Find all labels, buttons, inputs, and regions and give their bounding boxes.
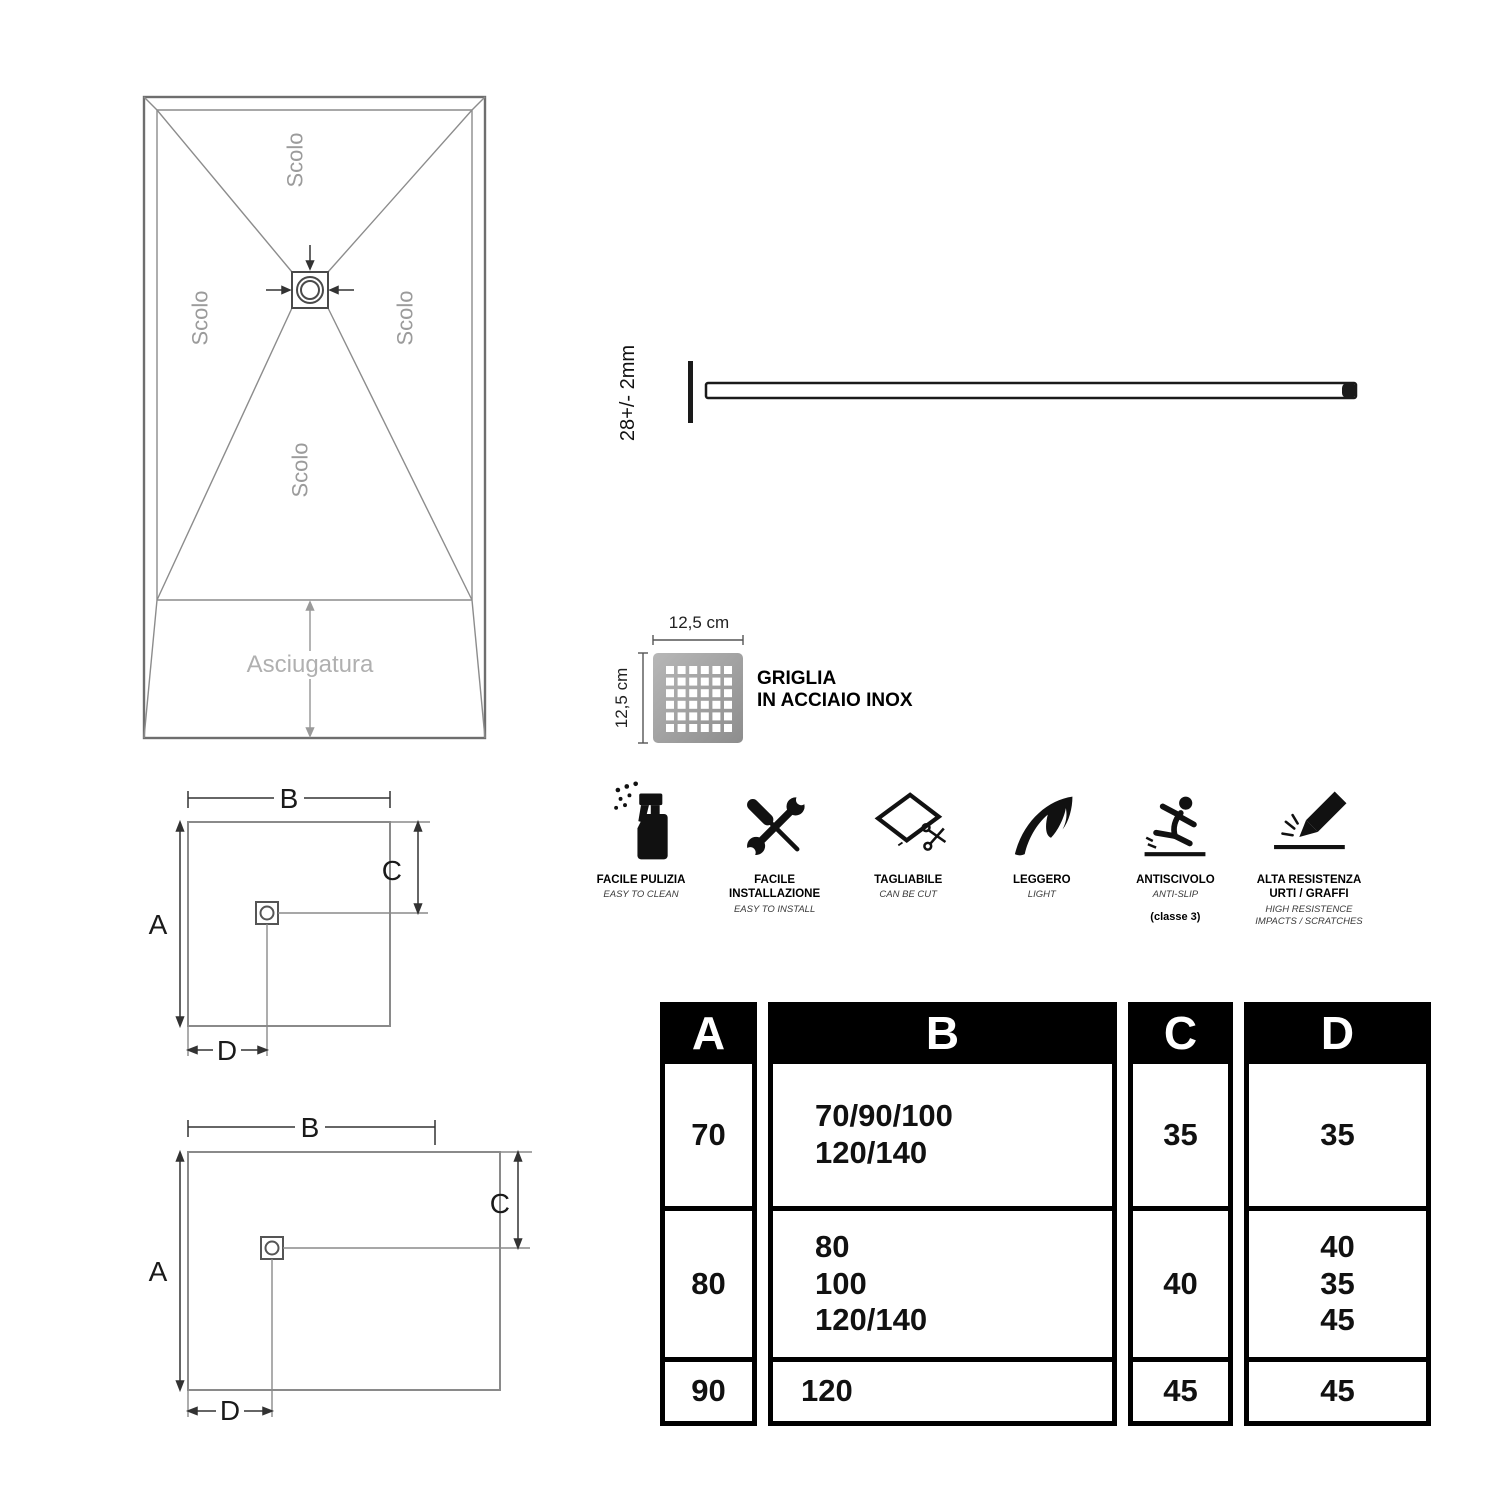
dim-a-label: A	[149, 909, 168, 940]
drain-icon	[255, 901, 279, 925]
label-backdrop	[213, 1036, 241, 1063]
table-column-a: A 70 80 90	[660, 1002, 757, 1426]
scratch-resistant-icon	[1274, 791, 1347, 850]
dim-b-label: B	[280, 783, 299, 814]
cell-a-row3: 90	[660, 1362, 757, 1426]
feature-easy-clean: FACILE PULIZIA EASY TO CLEAN	[575, 770, 707, 928]
profile-tray-body	[704, 381, 1358, 400]
dim-a-label: A	[149, 1256, 168, 1287]
cell-c-row3: 45	[1128, 1362, 1233, 1426]
rect-dimension-diagram: B A C D	[149, 1112, 532, 1425]
square-dimension-diagram: B A C D	[149, 783, 430, 1066]
label-backdrop	[248, 651, 372, 679]
column-header-b: B	[768, 1002, 1117, 1064]
feature-title: FACILE INSTALLAZIONE	[729, 874, 821, 901]
grille-width-dim	[652, 635, 744, 645]
spray-bottle-icon	[614, 781, 668, 860]
drain-flow-arrows	[266, 245, 354, 295]
feature-light: LEGGERO LIGHT	[976, 770, 1108, 928]
feature-subtitle: EASY TO CLEAN	[603, 889, 679, 901]
scolo-label-top: Scolo	[283, 132, 308, 187]
feature-title: ALTA RESISTENZA URTI / GRAFFI	[1256, 874, 1362, 901]
dim-a-line	[175, 1149, 185, 1393]
feature-icons-row: FACILE PULIZIA EASY TO CLEAN FACILE INST…	[575, 770, 1375, 928]
dim-c-line	[413, 819, 423, 916]
cell-d-row2: 40 35 45	[1244, 1211, 1431, 1362]
square-outline	[187, 821, 391, 1027]
column-header-c: C	[1128, 1002, 1233, 1064]
profile-end-cap	[1342, 383, 1356, 398]
tray-side-profile: 28+/- 2mm	[617, 345, 1358, 441]
dim-b-label: B	[301, 1112, 320, 1143]
feature-title: LEGGERO	[1013, 874, 1071, 886]
grille-height-dim	[638, 652, 648, 744]
cell-b-row2: 80 100 120/140	[768, 1211, 1117, 1362]
profile-flange	[688, 361, 693, 423]
grille-width-label: 12,5 cm	[669, 613, 729, 632]
scolo-label-left: Scolo	[188, 290, 213, 345]
cell-a-row1: 70	[660, 1064, 757, 1211]
label-backdrop	[295, 1113, 325, 1139]
feature-easy-install: FACILE INSTALLAZIONE EASY TO INSTALL	[709, 770, 841, 928]
tray-slope-lines	[143, 96, 486, 739]
thickness-label: 28+/- 2mm	[617, 345, 639, 441]
grille-height-label: 12,5 cm	[615, 668, 631, 728]
dim-c-line	[513, 1149, 523, 1251]
dim-d-label: D	[220, 1395, 240, 1425]
column-header-d: D	[1244, 1002, 1431, 1064]
tools-icon	[744, 794, 807, 858]
feature-subtitle: LIGHT	[1027, 889, 1056, 901]
rect-outline	[187, 1151, 501, 1391]
scolo-label-right: Scolo	[393, 290, 418, 345]
size-table: A 70 80 90 B 70/90/100 120/140 80 100 12…	[660, 1002, 1432, 1426]
cell-c-row1: 35	[1128, 1064, 1233, 1211]
cell-a-row2: 80	[660, 1211, 757, 1362]
feature-title: ANTISCIVOLO	[1136, 874, 1215, 886]
scolo-label-bottom: Scolo	[288, 442, 313, 497]
dim-c-label: C	[382, 855, 402, 886]
feature-can-be-cut: TAGLIABILE CAN BE CUT	[842, 770, 974, 928]
tray-outer-edge	[142, 95, 487, 740]
feather-icon	[1014, 796, 1073, 856]
label-backdrop	[274, 784, 304, 810]
grille-title: GRIGLIA IN ACCIAIO INOX	[757, 668, 913, 711]
drying-label: Asciugatura	[247, 651, 374, 678]
feature-class-note: (classe 3)	[1150, 910, 1201, 923]
grille-holes	[666, 666, 732, 732]
column-header-a: A	[660, 1002, 757, 1064]
label-backdrop	[216, 1397, 244, 1424]
drain-reference-lines	[187, 1151, 532, 1417]
scissors-icon	[921, 823, 947, 851]
drain-icon	[291, 271, 329, 309]
table-column-b: B 70/90/100 120/140 80 100 120/140 120	[768, 1002, 1117, 1426]
feature-subtitle: ANTI-SLIP	[1152, 889, 1199, 901]
drain-icon	[260, 1236, 284, 1260]
grille-plate	[653, 653, 743, 743]
grille-drawing: 12,5 cm 12,5 cm	[615, 613, 744, 744]
cell-c-row2: 40	[1128, 1211, 1233, 1362]
cell-b-row3: 120	[768, 1362, 1117, 1426]
cell-d-row1: 35	[1244, 1064, 1431, 1211]
feature-title: FACILE PULIZIA	[596, 874, 686, 886]
cell-d-row3: 45	[1244, 1362, 1431, 1426]
drain-reference-lines	[187, 821, 430, 1056]
table-column-c: C 35 40 45	[1128, 1002, 1233, 1426]
dim-c-label: C	[490, 1188, 510, 1219]
feature-subtitle: HIGH RESISTENCE IMPACTS / SCRATCHES	[1255, 903, 1363, 928]
anti-slip-icon	[1144, 796, 1206, 857]
feature-scratch-resistant: ALTA RESISTENZA URTI / GRAFFI HIGH RESIS…	[1243, 770, 1375, 928]
feature-anti-slip: ANTISCIVOLO ANTI-SLIP (classe 3)	[1109, 770, 1241, 928]
shower-tray-top-view: Scolo Scolo Scolo Scolo Asciugatura	[142, 95, 487, 740]
cell-b-row1: 70/90/100 120/140	[768, 1064, 1117, 1211]
feature-title: TAGLIABILE	[874, 874, 943, 886]
dim-d-label: D	[217, 1035, 237, 1066]
dim-a-line	[175, 819, 185, 1029]
table-column-d: D 35 40 35 45 45	[1244, 1002, 1431, 1426]
cuttable-sheet-icon	[874, 792, 947, 851]
feature-subtitle: EASY TO INSTALL	[733, 903, 816, 915]
feature-subtitle: CAN BE CUT	[879, 889, 937, 901]
